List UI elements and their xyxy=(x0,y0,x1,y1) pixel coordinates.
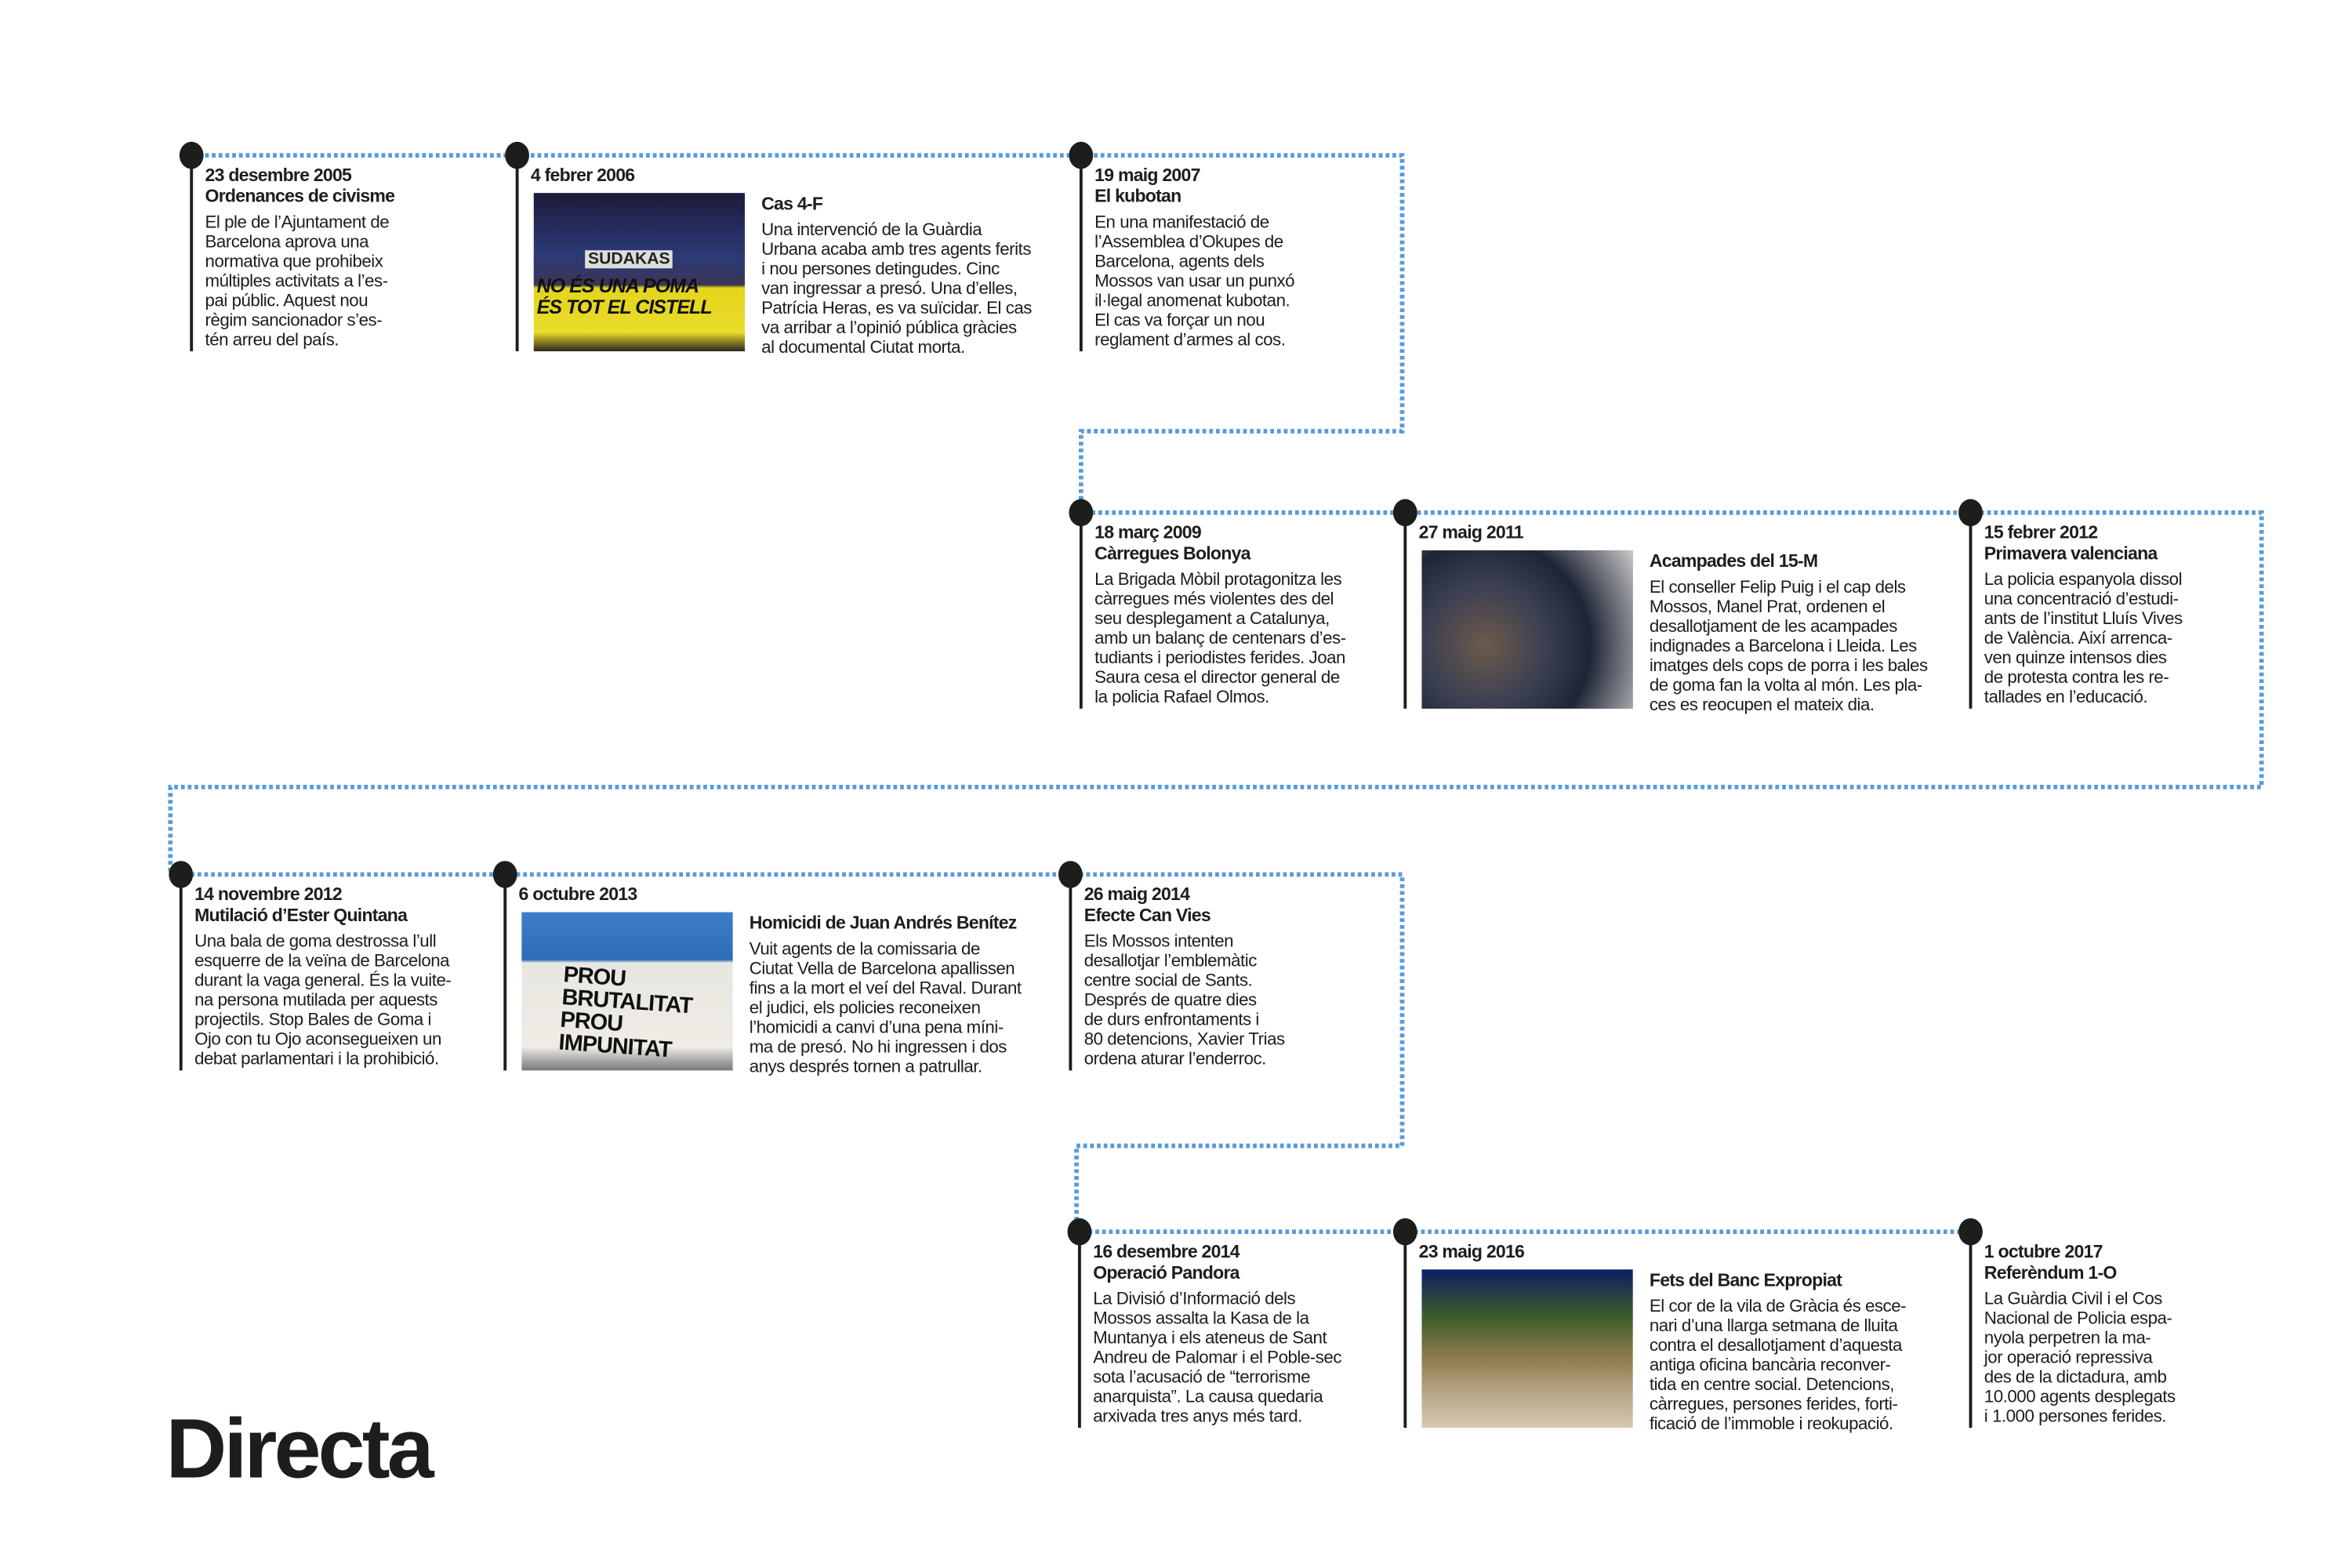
timeline-stem xyxy=(1079,512,1083,709)
event-title: Primavera valenciana xyxy=(1984,543,2158,564)
timeline-stem xyxy=(1969,1232,1973,1428)
directa-logo: Directa xyxy=(165,1400,434,1496)
event-title: Cas 4-F xyxy=(761,193,823,215)
event-photo: SUDAKAS NO ÉS UNA POMA ÉS TOT EL CISTELL xyxy=(533,193,746,352)
photo-sign-text: SUDAKAS xyxy=(585,250,673,269)
event-title: Operació Pandora xyxy=(1093,1261,1240,1283)
event-date: 14 novembre 2012 xyxy=(194,883,343,905)
event-photo xyxy=(1421,1269,1633,1428)
timeline-stem xyxy=(190,155,194,352)
timeline-dot xyxy=(179,141,204,169)
timeline-stem xyxy=(1078,1232,1081,1428)
event-title: Ordenances de civisme xyxy=(205,185,395,207)
event-date: 6 octubre 2013 xyxy=(518,883,638,905)
event-date: 4 febrer 2006 xyxy=(530,164,635,186)
timeline-stem xyxy=(179,874,183,1071)
timeline-dot xyxy=(1069,141,1094,169)
event-date: 15 febrer 2012 xyxy=(1984,521,2098,543)
timeline-dotted-connector xyxy=(168,153,2264,1235)
event-description: Vuit agents de la comissaria de Ciutat V… xyxy=(749,939,1022,1077)
event-title: El kubotan xyxy=(1094,185,1181,207)
event-title: Càrregues Bolonya xyxy=(1094,543,1250,564)
event-photo xyxy=(1421,550,1633,709)
event-title: Fets del Banc Expropiat xyxy=(1649,1269,1842,1291)
event-title: Mutilació d’Ester Quintana xyxy=(194,904,408,926)
event-date: 23 maig 2016 xyxy=(1418,1240,1525,1262)
event-title: Referèndum 1-O xyxy=(1984,1261,2118,1283)
event-date: 23 desembre 2005 xyxy=(205,164,352,186)
event-date: 16 desembre 2014 xyxy=(1093,1240,1240,1262)
timeline-stem xyxy=(1079,155,1083,352)
timeline-stem xyxy=(1069,874,1073,1071)
timeline-stem xyxy=(1403,1232,1407,1428)
event-title: Acampades del 15-M xyxy=(1649,550,1818,572)
event-description: Una intervenció de la Guàrdia Urbana aca… xyxy=(761,220,1032,358)
event-description: La Brigada Mòbil protagonitza les càrreg… xyxy=(1094,569,1346,707)
event-description: Els Mossos intenten desallotjar l’emblem… xyxy=(1083,931,1285,1069)
event-title: Efecte Can Vies xyxy=(1083,904,1211,926)
timeline-dot xyxy=(169,861,194,888)
event-date: 1 octubre 2017 xyxy=(1984,1240,2103,1262)
photo-banner-text: PROU BRUTALITAT PROU IMPUNITAT xyxy=(557,962,694,1064)
timeline-stem xyxy=(515,155,519,352)
event-description: La policia espanyola dissol una concentr… xyxy=(1984,569,2183,707)
timeline-dot xyxy=(1392,1218,1417,1246)
event-description: El conseller Felip Puig i el cap dels Mo… xyxy=(1649,577,1928,715)
event-date: 26 maig 2014 xyxy=(1083,883,1190,905)
photo-banner-text: NO ÉS UNA POMA ÉS TOT EL CISTELL xyxy=(536,274,713,318)
event-title: Homicidi de Juan Andrés Benítez xyxy=(749,912,1018,934)
event-date: 19 maig 2007 xyxy=(1094,164,1200,186)
timeline-dot xyxy=(1392,499,1417,527)
timeline-stem xyxy=(503,874,507,1071)
event-photo: PROU BRUTALITAT PROU IMPUNITAT xyxy=(521,912,733,1071)
event-date: 18 març 2009 xyxy=(1094,521,1202,543)
timeline-dot xyxy=(1958,1218,1983,1246)
event-description: El cor de la vila de Gràcia és esce- nar… xyxy=(1649,1296,1907,1434)
timeline-stem xyxy=(1403,512,1407,709)
timeline-dot xyxy=(1069,499,1094,527)
timeline-dot xyxy=(1058,861,1083,888)
event-date: 27 maig 2011 xyxy=(1418,521,1524,543)
event-description: Una bala de goma destrossa l’ull esquerr… xyxy=(194,931,452,1069)
event-description: La Guàrdia Civil i el Cos Nacional de Po… xyxy=(1984,1289,2176,1427)
event-description: El ple de l’Ajuntament de Barcelona apro… xyxy=(205,212,390,350)
timeline-dot xyxy=(492,861,517,888)
timeline-dot xyxy=(505,141,530,169)
timeline-dot xyxy=(1067,1218,1092,1246)
timeline-stem xyxy=(1969,512,1973,709)
event-description: En una manifestació de l’Assemblea d’Oku… xyxy=(1094,212,1295,350)
timeline-dot xyxy=(1958,499,1983,527)
event-description: La Divisió d’Informació dels Mossos assa… xyxy=(1093,1289,1342,1427)
